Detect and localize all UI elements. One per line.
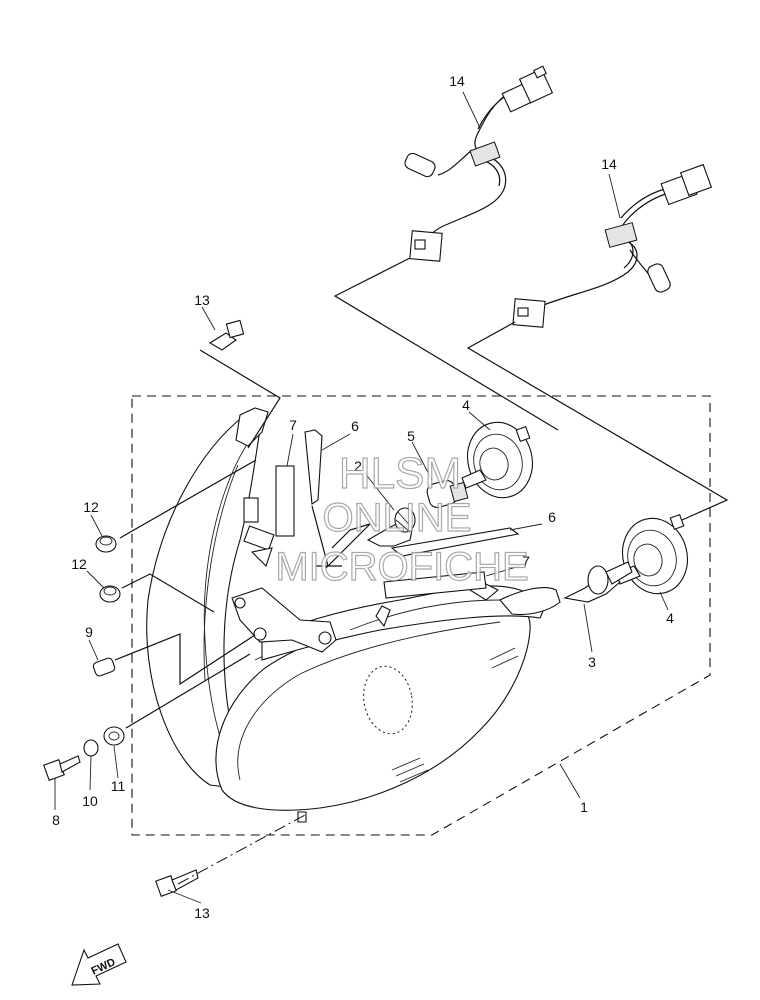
grommet-12-lower (99, 585, 121, 603)
callout-6-upper: 6 (351, 418, 359, 434)
main-bulb (563, 561, 633, 603)
watermark-line-2: ONLINE (323, 496, 472, 540)
forward-direction-arrow: FWD (71, 943, 127, 986)
bulb-cover-upper (461, 421, 533, 499)
grommet-12-upper (95, 535, 117, 553)
damper-pad-upper (275, 465, 295, 537)
callout-10: 10 (82, 793, 98, 809)
screw-13-lower (155, 869, 199, 897)
callout-6-lower: 6 (548, 509, 556, 525)
harness-route-line-upper (333, 257, 559, 431)
rubber-strip-upper (304, 429, 323, 505)
callout-1: 1 (580, 799, 588, 815)
callout-12-lower: 12 (71, 556, 87, 572)
position-bulb (366, 507, 416, 547)
wiring-harness-lower (512, 163, 713, 328)
callout-4-lower: 4 (666, 610, 674, 626)
rubber-strip-lower (390, 527, 520, 557)
washer-10 (83, 739, 99, 757)
callout-7-lower: 7 (522, 553, 530, 569)
watermark: HLSM ONLINE MICROFICHE (275, 448, 530, 589)
bulb-socket (426, 480, 469, 508)
callout-9: 9 (85, 624, 93, 640)
grommet-11 (103, 726, 125, 746)
wiring-harness-upper (404, 65, 554, 262)
watermark-line-3: MICROFICHE (275, 545, 528, 589)
callout-3: 3 (588, 654, 596, 670)
harness-route-line-lower (466, 321, 729, 521)
callout-13-lower: 13 (194, 905, 210, 921)
callout-7-upper: 7 (289, 417, 297, 433)
screw-13-upper (208, 319, 245, 351)
bolt-8 (43, 755, 81, 781)
damper-pad-lower (383, 571, 487, 599)
watermark-line-1: HLSM (339, 449, 461, 498)
callout-2: 2 (354, 458, 362, 474)
assembly-boundary (131, 395, 711, 836)
callout-5: 5 (407, 428, 415, 444)
headlight-housing (146, 407, 561, 823)
callout-14-lower: 14 (601, 156, 617, 172)
callout-11: 11 (111, 778, 126, 794)
bulb-cover-lower (615, 513, 688, 595)
callout-4-upper: 4 (462, 397, 470, 413)
callout-8: 8 (52, 812, 60, 828)
callout-12-upper: 12 (83, 499, 99, 515)
collar-9 (92, 657, 116, 677)
callout-14-upper: 14 (449, 73, 465, 89)
callout-13-upper: 13 (194, 292, 210, 308)
